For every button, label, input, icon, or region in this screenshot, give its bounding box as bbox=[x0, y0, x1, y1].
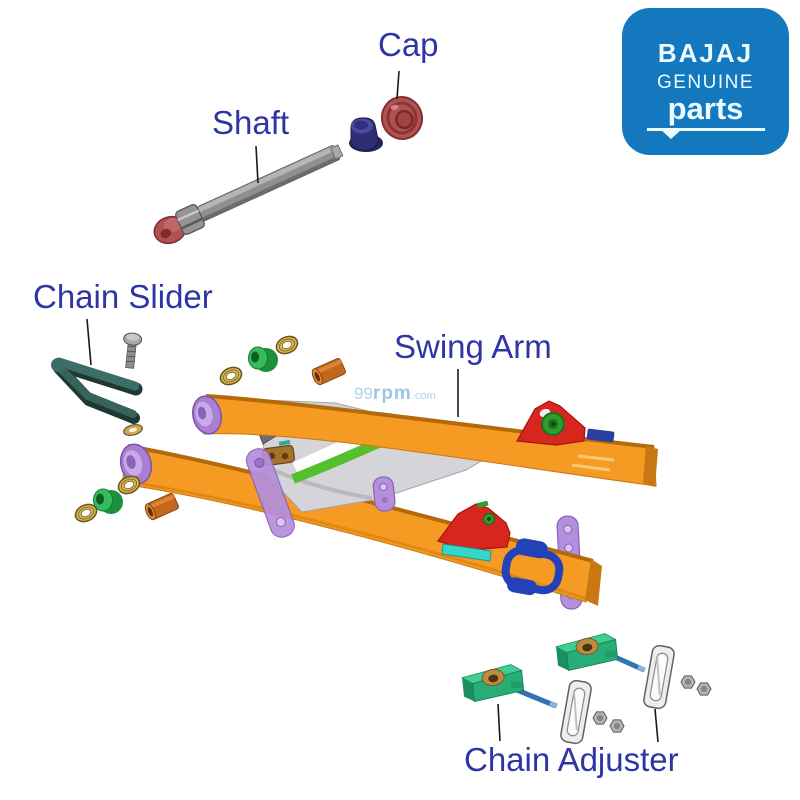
adjuster-nut bbox=[609, 719, 625, 733]
adjuster-block bbox=[460, 664, 525, 703]
thrust-washer bbox=[74, 503, 98, 523]
watermark-prefix: 99 bbox=[354, 384, 373, 403]
logo-genuine-text: GENUINE bbox=[656, 72, 755, 93]
adjuster-nut bbox=[592, 711, 608, 725]
lower-beam-end-face bbox=[585, 559, 602, 606]
pivot-bushing-upper bbox=[191, 395, 223, 435]
leader-line bbox=[396, 70, 400, 100]
rod-tip bbox=[637, 664, 646, 673]
watermark: 99rpm.com bbox=[354, 383, 436, 405]
bajaj-logo: BAJAJ GENUINE parts bbox=[622, 8, 789, 155]
swing-arm-assembly bbox=[74, 335, 658, 610]
blue-spacer bbox=[586, 428, 615, 443]
teal-mark bbox=[278, 439, 291, 446]
thrust-washer bbox=[219, 366, 243, 386]
mount-bracket-purple-small bbox=[372, 476, 396, 512]
end-cap-part bbox=[153, 215, 187, 245]
pivot-bushing-lower bbox=[119, 443, 153, 485]
logo-parts-text: parts bbox=[667, 91, 744, 126]
mount-screw-part bbox=[123, 332, 143, 369]
label-cap: Cap bbox=[378, 26, 439, 63]
adjuster-block bbox=[554, 633, 619, 672]
copper-sleeve bbox=[311, 358, 346, 386]
beam-stamp-mark bbox=[571, 463, 611, 472]
chain-clamp-blue bbox=[501, 538, 564, 596]
cap-part bbox=[380, 96, 424, 140]
spacer-bushing-green bbox=[248, 346, 278, 372]
upper-beam-end-face bbox=[643, 446, 658, 487]
logo-brand-text: BAJAJ bbox=[657, 38, 754, 68]
logo-underline bbox=[646, 128, 765, 139]
adjuster-nut bbox=[696, 682, 712, 696]
chain-slider-part bbox=[51, 357, 143, 424]
label-shaft: Shaft bbox=[212, 104, 290, 141]
thrust-washer bbox=[275, 335, 299, 355]
chain-adjuster-assembly bbox=[460, 633, 712, 745]
beam-stamp-mark bbox=[577, 454, 615, 462]
chain-slider-assembly bbox=[51, 332, 143, 436]
leader-line bbox=[654, 708, 659, 743]
adjuster-plate bbox=[560, 679, 592, 745]
spacer-bushing-green bbox=[93, 488, 123, 514]
chain-guard-bracket-upper bbox=[516, 400, 586, 446]
shaft-part bbox=[175, 144, 344, 235]
chain-guard-bracket-lower bbox=[437, 500, 511, 551]
adjuster-nut bbox=[680, 675, 696, 689]
copper-sleeve bbox=[144, 493, 179, 521]
leader-line bbox=[86, 318, 92, 366]
leader-lines bbox=[86, 70, 659, 743]
watermark-brand: rpm bbox=[372, 383, 412, 404]
leader-line bbox=[497, 703, 501, 742]
watermark-suffix: .com bbox=[411, 390, 436, 402]
mount-bracket-purple-long bbox=[245, 448, 295, 538]
reflector-sticker bbox=[441, 543, 492, 562]
rod-tip bbox=[549, 700, 558, 709]
logo-arrow-icon bbox=[660, 130, 681, 139]
label-chain-slider: Chain Slider bbox=[33, 278, 213, 315]
label-swing-arm: Swing Arm bbox=[394, 328, 552, 365]
adjuster-plate bbox=[643, 644, 675, 710]
thrust-washer bbox=[117, 475, 141, 495]
label-chain-adjuster: Chain Adjuster bbox=[464, 741, 679, 778]
pivot-bushing-navy-part bbox=[349, 117, 383, 152]
shaft-assembly bbox=[153, 96, 424, 245]
leader-line bbox=[255, 145, 259, 184]
slider-washer-part bbox=[123, 424, 143, 436]
